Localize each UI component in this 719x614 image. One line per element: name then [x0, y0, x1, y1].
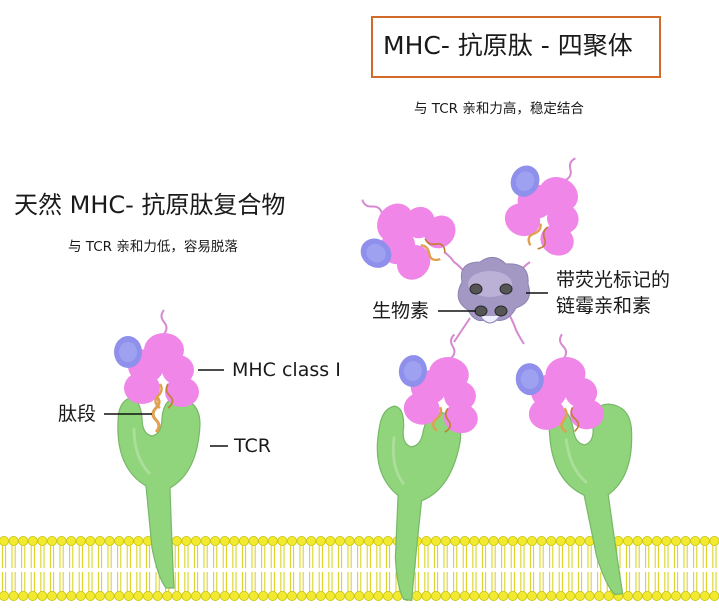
tetramer-mhc-top-left — [332, 169, 464, 298]
native-mhc-class-i — [112, 308, 201, 410]
cell-membrane — [0, 536, 719, 602]
streptavidin-core — [457, 257, 530, 324]
mhc-class-i-label: MHC class I — [232, 359, 341, 381]
biotin-label: 生物素 — [372, 300, 430, 322]
native-complex-subtitle: 与 TCR 亲和力低，容易脱落 — [68, 239, 238, 255]
native-peptide — [151, 394, 161, 434]
tetramer-title: MHC- 抗原肽 - 四聚体 — [383, 31, 633, 60]
streptavidin-label-line2: 链霉亲和素 — [556, 295, 652, 317]
tcr-label: TCR — [234, 435, 271, 457]
streptavidin-label-line1: 带荧光标记的 — [556, 269, 671, 291]
tetramer-title-box — [371, 16, 661, 78]
native-complex-title: 天然 MHC- 抗原肽复合物 — [14, 191, 286, 219]
tetramer-subtitle: 与 TCR 亲和力高，稳定结合 — [414, 101, 584, 117]
tetramer-tcr-right — [545, 400, 651, 602]
peptide-label: 肽段 — [58, 403, 97, 425]
tetramer-mhc-top-right — [487, 135, 609, 264]
tetramer-mhc-bottom-right — [510, 329, 607, 438]
biotin-molecules — [469, 283, 513, 317]
leader-lines — [104, 292, 548, 447]
